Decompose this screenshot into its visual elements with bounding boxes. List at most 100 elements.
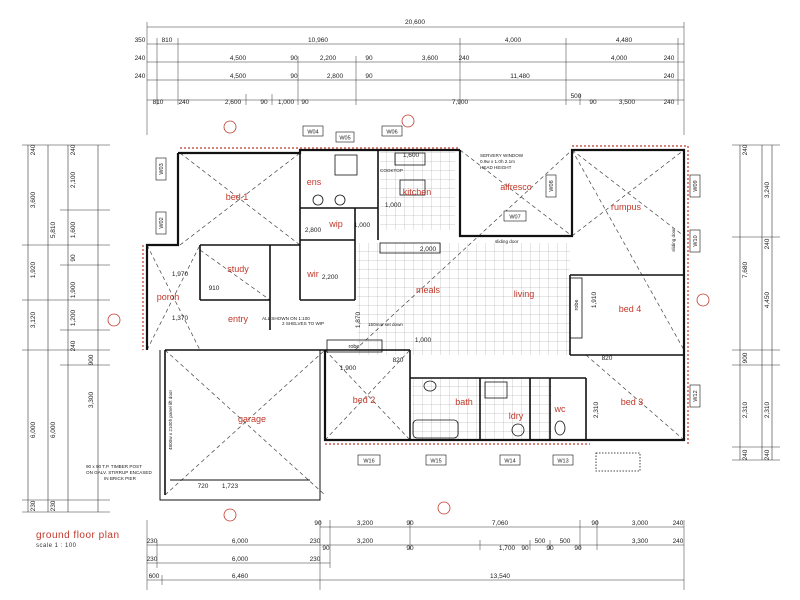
dim-overall: 20,600 bbox=[405, 19, 425, 26]
dim-label: 1,700 bbox=[499, 545, 516, 552]
dim-label: 1,970 bbox=[172, 271, 189, 278]
dim-label: 90 bbox=[521, 545, 529, 552]
window-w09: W09 bbox=[693, 180, 699, 191]
dim-label: 90 bbox=[301, 99, 309, 106]
dim-label: 7,900 bbox=[452, 99, 469, 106]
window-w02: W02 bbox=[159, 217, 165, 228]
dim-label: 4,500 bbox=[230, 55, 247, 62]
dim-label: 230 bbox=[310, 538, 321, 545]
bath-tile-floor bbox=[412, 378, 552, 440]
top-dimension-text: 20,600 350 810 10,960 4,000 4,480 240 4,… bbox=[135, 19, 675, 106]
dim-label: 240 bbox=[70, 340, 77, 351]
left-dimension-lines bbox=[22, 144, 110, 513]
dim-label: 2,600 bbox=[225, 99, 242, 106]
plan-title: ground floor plan bbox=[36, 530, 120, 541]
dim-label: 1,600 bbox=[70, 221, 77, 238]
wc-pan bbox=[554, 420, 566, 436]
window-w16: W16 bbox=[363, 459, 374, 465]
dim-label: 5,810 bbox=[50, 221, 57, 238]
dim-label: 7,060 bbox=[492, 520, 509, 527]
note-step: 150mm set down bbox=[368, 322, 403, 327]
dim-label: 90 bbox=[591, 520, 599, 527]
dim-label: 2,200 bbox=[322, 274, 339, 281]
dim-label: 240 bbox=[664, 73, 675, 80]
window-w07: W07 bbox=[509, 215, 520, 221]
robes bbox=[326, 277, 583, 353]
dim-label: 90 bbox=[574, 545, 582, 552]
dim-label: 820 bbox=[393, 357, 404, 364]
dim-label: 500 bbox=[571, 93, 582, 100]
dim-label: 240 bbox=[664, 99, 675, 106]
section-marker-a-top bbox=[223, 120, 237, 134]
section-marker-left bbox=[107, 313, 121, 327]
vanity-basin bbox=[423, 380, 437, 392]
island-bench bbox=[379, 242, 441, 254]
dim-label: 240 bbox=[742, 449, 749, 460]
dim-label: 230 bbox=[50, 500, 57, 511]
dim-label: 240 bbox=[179, 99, 190, 106]
room-ldry: ldry bbox=[509, 411, 524, 421]
bathtub bbox=[412, 419, 459, 439]
dim-label: 810 bbox=[153, 99, 164, 106]
room-porch: porch bbox=[157, 292, 180, 302]
robe-label: robe bbox=[348, 344, 359, 350]
note-sliding-door: sliding door bbox=[495, 239, 519, 244]
dim-label: 240 bbox=[70, 144, 77, 155]
note-servery: SERVERY WINDOW bbox=[480, 153, 524, 158]
dim-label: 2,200 bbox=[320, 55, 337, 62]
section-marker-b-bottom bbox=[437, 501, 451, 515]
dim-label: 90 bbox=[406, 520, 414, 527]
dim-label: 350 bbox=[135, 37, 146, 44]
dim-label: 500 bbox=[560, 538, 571, 545]
dim-label: 900 bbox=[742, 352, 749, 363]
steps bbox=[595, 452, 641, 472]
section-marker-a-bottom bbox=[223, 508, 237, 522]
dim-label: 4,480 bbox=[616, 37, 633, 44]
window-w08: W08 bbox=[549, 180, 555, 191]
plan-caption: ground floor plan scale 1 : 100 bbox=[36, 530, 120, 549]
window-w15: W15 bbox=[430, 459, 441, 465]
room-bed1: bed 1 bbox=[226, 192, 249, 202]
dim-label: 810 bbox=[162, 37, 173, 44]
dim-label: 230 bbox=[30, 500, 37, 511]
dim-label: 1,910 bbox=[591, 291, 598, 308]
dim-label: 13,540 bbox=[490, 573, 510, 580]
note-timber-post-2: ON GALV. STIRRUP ENCASED bbox=[86, 470, 152, 475]
section-markers bbox=[107, 114, 710, 522]
window-w13: W13 bbox=[557, 459, 568, 465]
dim-label: 600 bbox=[149, 573, 160, 580]
dim-label: 90 bbox=[546, 545, 554, 552]
note-servery-size: 0.9w x 1.0h 2.1m bbox=[480, 159, 515, 164]
dim-label: 3,200 bbox=[357, 538, 374, 545]
dim-label: 240 bbox=[135, 55, 146, 62]
ens-basin bbox=[312, 194, 324, 206]
dim-label: 6,000 bbox=[30, 421, 37, 438]
window-w04: W04 bbox=[307, 130, 318, 136]
room-meals: meals bbox=[416, 285, 441, 295]
dim-label: 2,800 bbox=[305, 227, 322, 234]
note-shelving: ALL SHOWN ON 1:100 bbox=[262, 316, 310, 321]
room-ens: ens bbox=[307, 177, 322, 187]
meals-tile-floor bbox=[357, 243, 570, 355]
dim-label: 3,600 bbox=[30, 191, 37, 208]
dim-label: 90 bbox=[589, 99, 597, 106]
section-marker-b-top bbox=[401, 114, 415, 128]
window-w14: W14 bbox=[504, 459, 515, 465]
dim-label: 720 bbox=[198, 483, 209, 490]
dim-label: 820 bbox=[602, 355, 613, 362]
room-rumpus: rumpus bbox=[611, 202, 642, 212]
dim-label: 6,000 bbox=[232, 556, 249, 563]
window-tag-text: W04 W05 W06 W07 W08 W09 W10 W03 W02 W12 … bbox=[159, 130, 699, 465]
top-dimension-lines bbox=[146, 22, 685, 135]
dim-label: 90 bbox=[365, 73, 373, 80]
dim-label: 1,000 bbox=[385, 202, 402, 209]
dim-label: 90 bbox=[260, 99, 268, 106]
dim-label: 90 bbox=[314, 520, 322, 527]
ens-basin-2 bbox=[334, 194, 346, 206]
robe-label-bed4: robe bbox=[574, 299, 580, 310]
dim-label: 90 bbox=[70, 254, 77, 262]
dim-label: 1,870 bbox=[355, 311, 362, 328]
dim-label: 3,500 bbox=[619, 99, 636, 106]
dim-label: 3,300 bbox=[88, 391, 95, 408]
